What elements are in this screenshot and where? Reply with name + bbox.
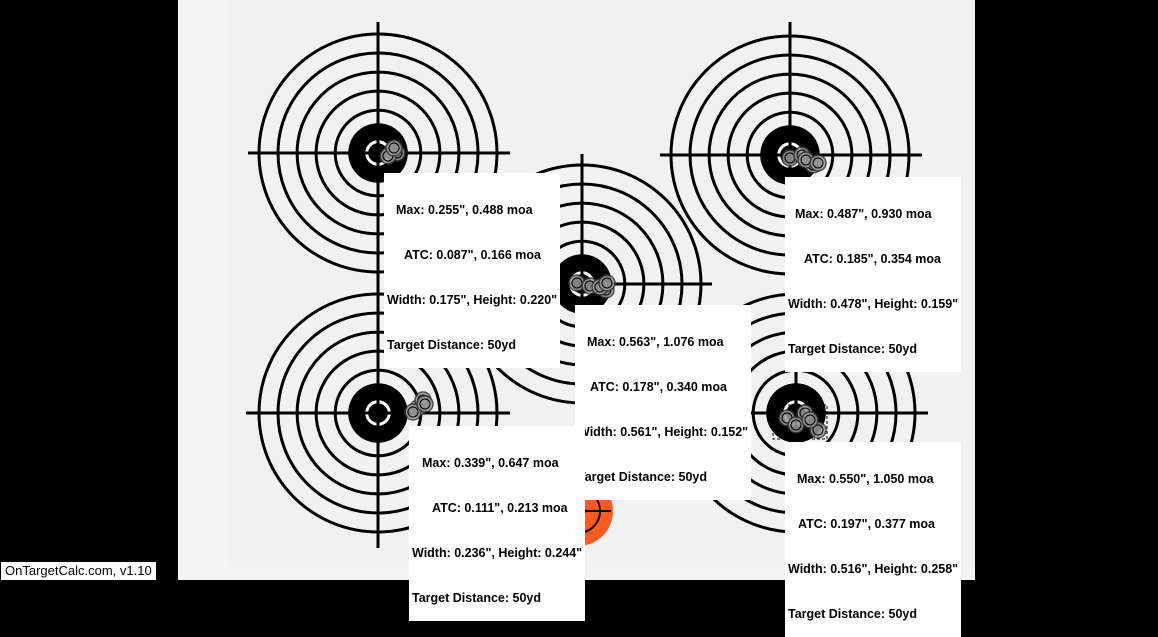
size-stat: Width: 0.561", Height: 0.152": [578, 425, 749, 439]
size-stat: Width: 0.236", Height: 0.244": [412, 546, 583, 560]
version-label: OnTargetCalc.com, v1.10: [1, 562, 156, 580]
distance-stat: Target Distance: 50yd: [788, 607, 917, 621]
bullet-hole: [385, 139, 403, 157]
bullet-hole-marker: [601, 277, 613, 289]
atc-stat: ATC: 0.087", 0.166 moa: [404, 248, 542, 262]
group-stats-top-right: Max: 0.487", 0.930 moa ATC: 0.185", 0.35…: [785, 177, 962, 372]
atc-stat: ATC: 0.197", 0.377 moa: [798, 517, 936, 531]
bullet-hole: [416, 395, 434, 413]
bullet-hole: [801, 411, 819, 429]
max-stat: Max: 0.255", 0.488 moa: [396, 203, 533, 217]
group-stats-top-left: Max: 0.255", 0.488 moa ATC: 0.087", 0.16…: [384, 173, 561, 368]
bullet-hole: [404, 403, 422, 421]
atc-stat: ATC: 0.185", 0.354 moa: [804, 252, 942, 266]
max-stat: Max: 0.550", 1.050 moa: [797, 472, 934, 486]
size-stat: Width: 0.175", Height: 0.220": [387, 293, 558, 307]
bullet-hole-marker: [419, 398, 431, 410]
distance-stat: Target Distance: 50yd: [788, 342, 917, 356]
group-stats-bottom-right: Max: 0.550", 1.050 moa ATC: 0.197", 0.37…: [785, 442, 962, 637]
distance-stat: Target Distance: 50yd: [578, 470, 707, 484]
max-stat: Max: 0.487", 0.930 moa: [795, 207, 932, 221]
bullet-hole-marker: [812, 424, 824, 436]
max-stat: Max: 0.563", 1.076 moa: [587, 335, 724, 349]
size-stat: Width: 0.516", Height: 0.258": [788, 562, 959, 576]
bullet-hole: [809, 154, 827, 172]
bullet-hole: [598, 274, 616, 292]
bullet-hole-marker: [812, 157, 824, 169]
distance-stat: Target Distance: 50yd: [412, 591, 541, 605]
bullet-hole-marker: [407, 406, 419, 418]
distance-stat: Target Distance: 50yd: [387, 338, 516, 352]
bullet-hole-marker: [790, 419, 802, 431]
bullet-hole-marker: [804, 414, 816, 426]
atc-stat: ATC: 0.178", 0.340 moa: [590, 380, 728, 394]
atc-stat: ATC: 0.111", 0.213 moa: [432, 501, 568, 515]
group-stats-bottom-left: Max: 0.339", 0.647 moa ATC: 0.111", 0.21…: [409, 426, 586, 621]
bullet-hole-marker: [388, 142, 400, 154]
group-stats-center: Max: 0.563", 1.076 moa ATC: 0.178", 0.34…: [575, 305, 752, 500]
group-selection-box: [772, 404, 828, 440]
size-stat: Width: 0.478", Height: 0.159": [788, 297, 959, 311]
max-stat: Max: 0.339", 0.647 moa: [422, 456, 559, 470]
